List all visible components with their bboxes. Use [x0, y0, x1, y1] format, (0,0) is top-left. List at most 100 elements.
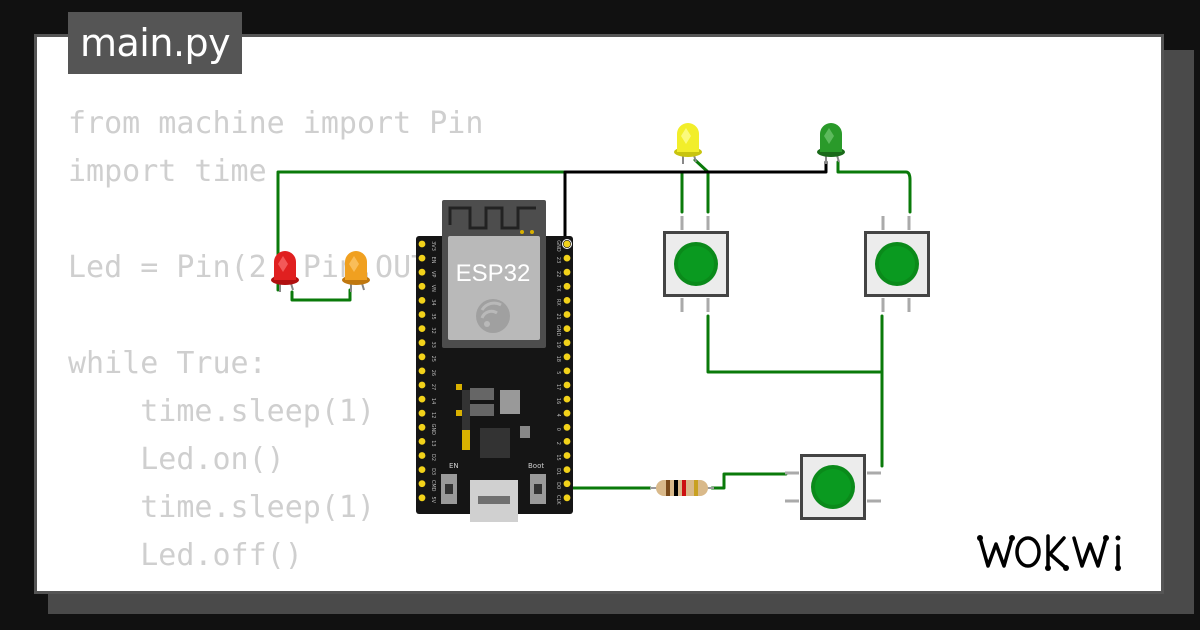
pin-label: 33	[430, 342, 436, 348]
pin-label: D3	[430, 468, 436, 475]
pin-label: GND	[430, 424, 436, 436]
pin-label: 34	[430, 299, 436, 305]
left-header: 3V3ENVPVN343532332526271412GND13D2D3CMD5…	[418, 240, 436, 504]
pin-label: 35	[430, 313, 436, 319]
header-pin[interactable]	[418, 438, 426, 445]
wire-led-pair[interactable]	[290, 288, 352, 302]
wires	[276, 158, 912, 490]
code-preview: from machine import Pin import time Led …	[68, 100, 483, 580]
wire-red-led[interactable]	[276, 170, 684, 292]
esp32-board[interactable]: ESP32 3V3ENVPVN343532332526271412GND13D2…	[416, 200, 573, 522]
pin-label: 15	[555, 454, 561, 460]
smd-part	[470, 388, 494, 400]
header-pin[interactable]	[563, 282, 571, 290]
header-pin[interactable]	[418, 395, 426, 403]
header-pin[interactable]	[563, 353, 571, 361]
header-pin[interactable]	[418, 325, 426, 332]
header-pin[interactable]	[563, 367, 571, 375]
header-pin[interactable]	[418, 268, 426, 276]
code-line: import time	[68, 154, 267, 189]
pin-label: 5V	[430, 496, 436, 503]
pin-label: 12	[430, 412, 436, 418]
header-pin[interactable]	[418, 466, 426, 473]
header-pin[interactable]	[563, 466, 571, 473]
code-line: while True:	[68, 346, 267, 381]
header-pin[interactable]	[563, 325, 571, 332]
pin-label: 18	[555, 356, 561, 362]
pin-label: D1	[555, 468, 561, 475]
pin-label: 23	[555, 257, 561, 263]
header-pin[interactable]	[563, 438, 571, 445]
pushbutton-1[interactable]	[663, 216, 729, 312]
header-pin[interactable]	[418, 480, 426, 488]
pin-label: VP	[430, 271, 436, 277]
wire-button-1[interactable]	[706, 314, 882, 374]
header-pin[interactable]	[563, 494, 571, 502]
resistor[interactable]	[650, 480, 714, 496]
code-line: time.sleep(1)	[68, 394, 376, 429]
header-pin[interactable]	[418, 423, 426, 431]
smd-part	[456, 410, 462, 416]
header-pin[interactable]	[418, 311, 426, 318]
usb-slot	[478, 496, 510, 504]
header-pin[interactable]	[418, 254, 426, 262]
header-pin[interactable]	[563, 381, 571, 389]
header-pin[interactable]	[418, 452, 426, 459]
wire-resistor-button[interactable]	[710, 472, 788, 490]
header-pin[interactable]	[418, 494, 426, 502]
header-pin[interactable]	[563, 480, 571, 488]
usb-chip	[480, 428, 510, 458]
code-line: Led.on()	[68, 442, 285, 477]
pin-label: 14	[430, 398, 436, 404]
wire-green-led[interactable]	[836, 160, 912, 214]
wire-yellow-led[interactable]	[693, 158, 710, 214]
pin-label: 26	[430, 370, 436, 376]
en-label: EN	[449, 462, 459, 470]
header-pin[interactable]	[563, 339, 571, 347]
boot-button-cap	[534, 484, 542, 494]
pin-label: 19	[555, 342, 561, 348]
header-pin[interactable]	[563, 395, 571, 403]
code-line: time.sleep(1)	[68, 490, 376, 525]
header-pin[interactable]	[418, 367, 426, 375]
pin-label: 17	[555, 384, 561, 390]
led-red[interactable]	[271, 251, 299, 292]
header-pin[interactable]	[563, 311, 571, 318]
header-pin[interactable]	[418, 297, 426, 304]
header-pin[interactable]	[563, 254, 571, 262]
pin-label: 21	[555, 313, 561, 319]
pushbutton-3[interactable]	[785, 454, 881, 520]
smd-part	[462, 390, 470, 430]
boot-label: Boot	[528, 462, 544, 470]
header-pin[interactable]	[563, 452, 571, 459]
pin-label: 0	[555, 428, 561, 431]
led-green[interactable]	[817, 123, 845, 164]
pin-label: GND	[555, 325, 561, 337]
smd-part	[470, 404, 494, 416]
wokwi-logo	[977, 534, 1121, 571]
header-pin[interactable]	[563, 240, 571, 248]
pin-label: D0	[555, 482, 561, 489]
file-tab-main-py[interactable]: main.py	[68, 12, 243, 74]
pin-label: VN	[430, 285, 436, 292]
header-pin[interactable]	[418, 353, 426, 361]
pin-label: D2	[430, 454, 436, 461]
header-pin[interactable]	[418, 409, 426, 417]
header-pin[interactable]	[418, 381, 426, 389]
header-pin[interactable]	[563, 409, 571, 417]
header-pin[interactable]	[418, 339, 426, 347]
pin-label: TX	[555, 284, 561, 292]
led-orange[interactable]	[342, 251, 370, 292]
header-pin[interactable]	[563, 423, 571, 431]
pushbutton-2[interactable]	[864, 216, 930, 312]
led-yellow[interactable]	[674, 123, 702, 164]
header-pin[interactable]	[563, 268, 571, 276]
pin-label: 16	[555, 398, 561, 404]
header-pin[interactable]	[563, 297, 571, 304]
pin-label: CLK	[555, 495, 561, 505]
module-shield	[448, 236, 540, 340]
header-pin[interactable]	[418, 240, 426, 248]
wire-ground[interactable]	[563, 160, 828, 242]
header-pin[interactable]	[418, 282, 426, 290]
